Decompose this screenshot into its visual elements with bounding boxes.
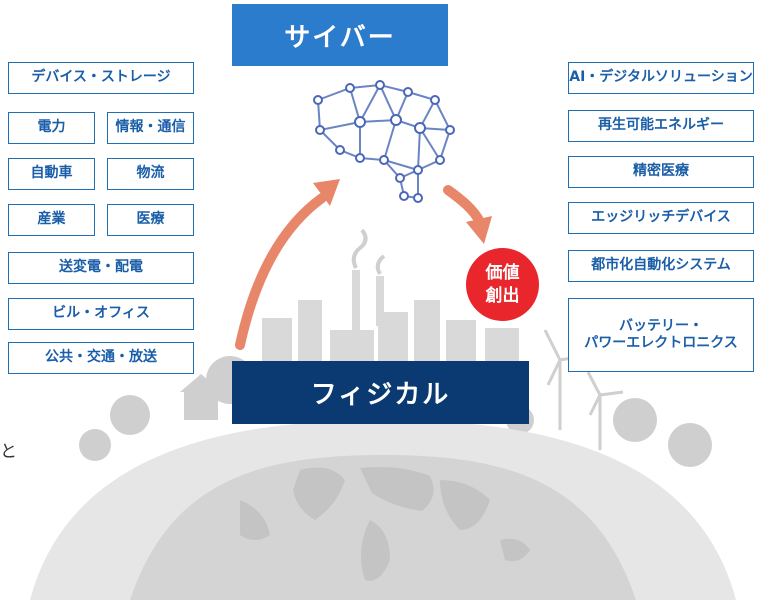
item-renewable: 再生可能エネルギー — [568, 110, 754, 142]
edge-text: と — [0, 442, 17, 462]
item-precision-medicine: 精密医療 — [568, 156, 754, 188]
item-urban-automation: 都市化自動化システム — [568, 250, 754, 282]
item-device-storage: デバイス・ストレージ — [8, 62, 194, 94]
item-public-broadcast: 公共・交通・放送 — [8, 342, 194, 374]
item-building-office: ビル・オフィス — [8, 298, 194, 330]
smoke — [351, 228, 386, 276]
item-edge-device: エッジリッチデバイス — [568, 202, 754, 234]
item-transmission: 送変電・配電 — [8, 252, 194, 284]
physical-banner: フィジカル — [232, 361, 529, 424]
item-info-comm: 情報・通信 — [107, 112, 194, 144]
item-battery-power-electronics: バッテリー・ パワーエレクトロニクス — [568, 298, 754, 372]
item-logistics: 物流 — [107, 158, 194, 190]
battery-line1: バッテリー・ — [619, 317, 703, 334]
earth-globe — [130, 455, 636, 600]
value-creation-badge: 価値 創出 — [466, 248, 539, 321]
item-power: 電力 — [8, 112, 95, 144]
item-ai-digital: AI・デジタルソリューション — [568, 62, 754, 94]
cyber-banner: サイバー — [232, 4, 448, 66]
battery-line2: パワーエレクトロニクス — [584, 335, 738, 351]
value-badge-line2: 創出 — [485, 285, 520, 306]
item-industry: 産業 — [8, 204, 95, 236]
item-medical: 医療 — [107, 204, 194, 236]
continents — [240, 467, 530, 581]
value-badge-line1: 価値 — [485, 263, 520, 284]
item-automotive: 自動車 — [8, 158, 95, 190]
brain-nodes — [313, 80, 455, 203]
cycle-arrows — [235, 179, 492, 350]
